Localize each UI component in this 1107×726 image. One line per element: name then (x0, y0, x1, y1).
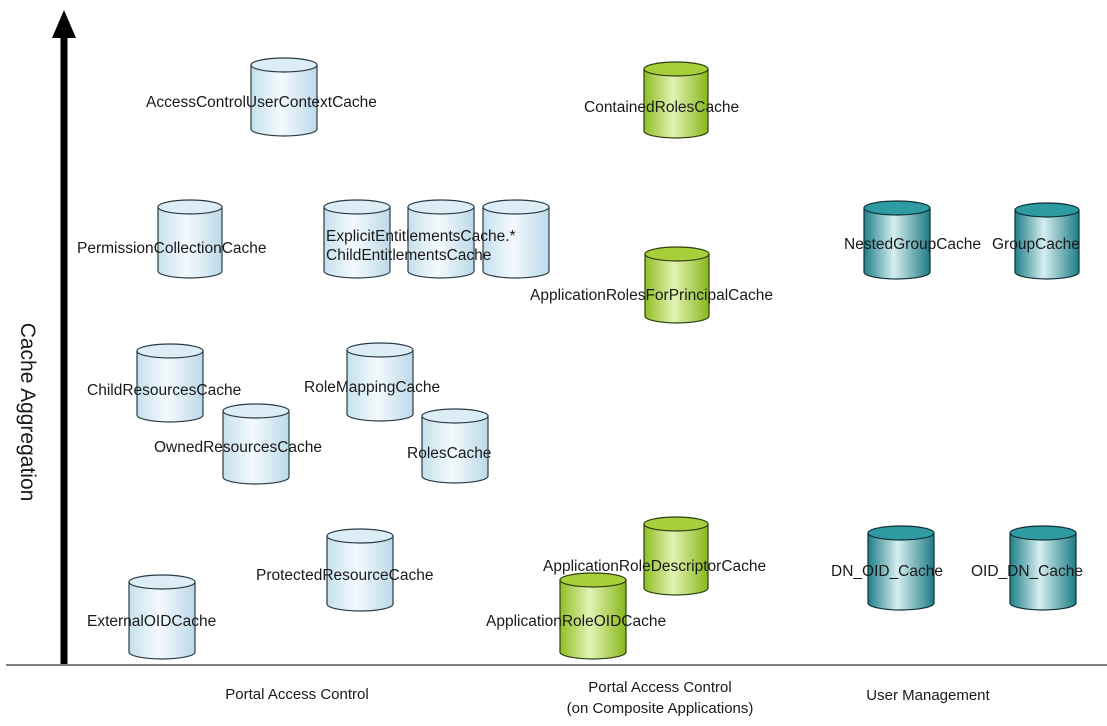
role-mapping-cache-label: RoleMappingCache (304, 379, 440, 396)
oid-dn-cache-label: OID_DN_Cache (971, 563, 1083, 580)
external-oid-cache-label: ExternalOIDCache (87, 613, 216, 630)
dn-oid-cache-cylinder (867, 525, 935, 611)
child-resources-cache-cylinder (136, 343, 204, 423)
owned-resources-cache-label: OwnedResourcesCache (154, 439, 322, 456)
child-resources-cache-label: ChildResourcesCache (87, 382, 241, 399)
category-label-pacc-2: (on Composite Applications) (567, 700, 754, 717)
access-control-user-context-cache-label: AccessControlUserContextCache (146, 94, 377, 111)
application-role-oid-cache-label: ApplicationRoleOIDCache (486, 613, 666, 630)
protected-resource-cache-label: ProtectedResourceCache (256, 567, 434, 584)
application-role-oid-cache-cylinder (559, 572, 627, 660)
role-mapping-cache-cylinder (346, 342, 414, 422)
explicit-entitlements-cache-label-2: ChildEntitlementsCache (326, 247, 491, 264)
permission-collection-cache-label: PermissionCollectionCache (77, 240, 267, 257)
y-axis-label: Cache Aggregation (16, 323, 39, 502)
application-role-descriptor-cache-label: ApplicationRoleDescriptorCache (543, 558, 766, 575)
dn-oid-cache-label: DN_OID_Cache (831, 563, 943, 580)
oid-dn-cache-cylinder (1009, 525, 1077, 611)
owned-resources-cache-cylinder (222, 403, 290, 485)
explicit-entitlements-cache-label-1: ExplicitEntitlementsCache.* (326, 228, 516, 245)
application-role-descriptor-cache-cylinder (643, 516, 709, 596)
external-oid-cache-cylinder (128, 574, 196, 660)
nested-group-cache-cylinder (863, 200, 931, 280)
group-cache-cylinder (1014, 202, 1080, 280)
application-roles-for-principal-cache-label: ApplicationRolesForPrincipalCache (530, 287, 773, 304)
application-roles-for-principal-cache-cylinder (644, 246, 710, 324)
roles-cache-cylinder (421, 408, 489, 484)
category-label-um: User Management (866, 687, 990, 704)
explicit-entitlements-cache-cylinder-2 (407, 199, 475, 279)
category-label-pac: Portal Access Control (225, 686, 368, 703)
roles-cache-label: RolesCache (407, 445, 491, 462)
group-cache-label: GroupCache (992, 236, 1080, 253)
explicit-entitlements-cache-cylinder-1 (323, 199, 391, 279)
y-axis-arrowhead (52, 10, 76, 38)
protected-resource-cache-cylinder (326, 528, 394, 612)
contained-roles-cache-cylinder (643, 61, 709, 139)
permission-collection-cache-cylinder (157, 199, 223, 279)
contained-roles-cache-label: ContainedRolesCache (584, 99, 739, 116)
nested-group-cache-label: NestedGroupCache (844, 236, 981, 253)
category-label-pacc-1: Portal Access Control (588, 679, 731, 696)
explicit-entitlements-cache-cylinder-3 (482, 199, 550, 279)
access-control-user-context-cache-cylinder (250, 57, 318, 137)
